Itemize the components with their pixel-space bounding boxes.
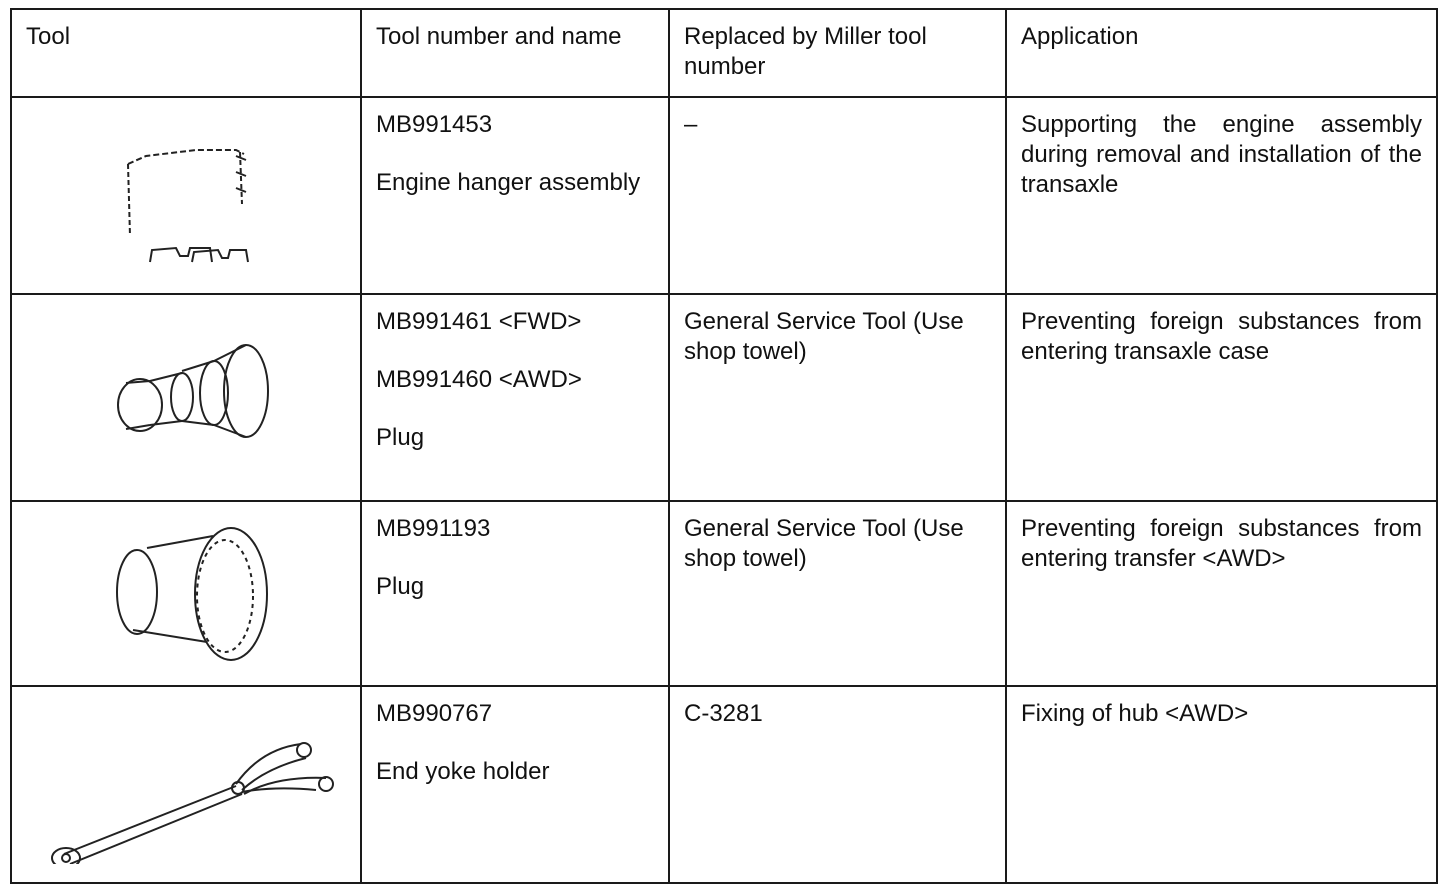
tool-number-cell: MB991453 Engine hanger assembly <box>360 95 670 296</box>
application-cell: Fixing of hub <AWD> <box>1005 684 1438 885</box>
application-cell: Supporting the engine assembly during re… <box>1005 95 1438 296</box>
header-tool: Tool <box>10 8 362 98</box>
header-tool-number-and-name: Tool number and name <box>360 8 670 98</box>
plug-stepped-icon <box>117 343 269 438</box>
table-row: MB991453 Engine hanger assembly – Suppor… <box>10 95 1438 296</box>
tool-name: Plug <box>376 572 425 600</box>
header-application: Application <box>1005 8 1438 98</box>
table-row: MB991193 Plug General Service Tool (Use … <box>10 499 1438 687</box>
tool-image-cell <box>10 684 362 885</box>
engine-hanger-icon <box>127 148 249 262</box>
miller-tool-cell: – <box>668 95 1007 296</box>
tool-number-fwd: MB991461 <FWD> <box>376 308 582 336</box>
tool-image-cell <box>10 293 362 502</box>
end-yoke-holder-icon <box>51 742 334 865</box>
miller-tool-cell: General Service Tool (Use shop towel) <box>668 499 1007 687</box>
application-cell: Preventing foreign substances from enter… <box>1005 499 1438 687</box>
plug-cap-icon <box>116 527 268 662</box>
tool-image-cell <box>10 95 362 296</box>
special-tools-table: Tool Tool number and name Replaced by Mi… <box>10 8 1438 885</box>
table-row: MB991461 <FWD> MB991460 <AWD> Plug Gener… <box>10 293 1438 502</box>
tool-name: End yoke holder <box>376 757 550 785</box>
application-cell: Preventing foreign substances from enter… <box>1005 293 1438 502</box>
special-tools-table-wrapper: Tool Tool number and name Replaced by Mi… <box>10 8 1438 885</box>
tool-name: Plug <box>376 424 425 452</box>
tool-number: MB991193 <box>376 514 491 542</box>
header-miller-tool-number: Replaced by Miller tool number <box>668 8 1007 98</box>
table-header-row: Tool Tool number and name Replaced by Mi… <box>10 8 1438 98</box>
tool-number-cell: MB991193 Plug <box>360 499 670 687</box>
tool-number-awd: MB991460 <AWD> <box>376 366 582 394</box>
tool-number-cell: MB990767 End yoke holder <box>360 684 670 885</box>
table-row: MB990767 End yoke holder C-3281 Fixing o… <box>10 684 1438 885</box>
tool-number-cell: MB991461 <FWD> MB991460 <AWD> Plug <box>360 293 670 502</box>
tool-number: MB991453 <box>376 111 493 138</box>
tool-number: MB990767 <box>376 699 493 727</box>
tool-name: Engine hanger assembly <box>376 169 641 196</box>
miller-tool-cell: C-3281 <box>668 684 1007 885</box>
miller-tool-cell: General Service Tool (Use shop towel) <box>668 293 1007 502</box>
tool-image-cell <box>10 499 362 687</box>
